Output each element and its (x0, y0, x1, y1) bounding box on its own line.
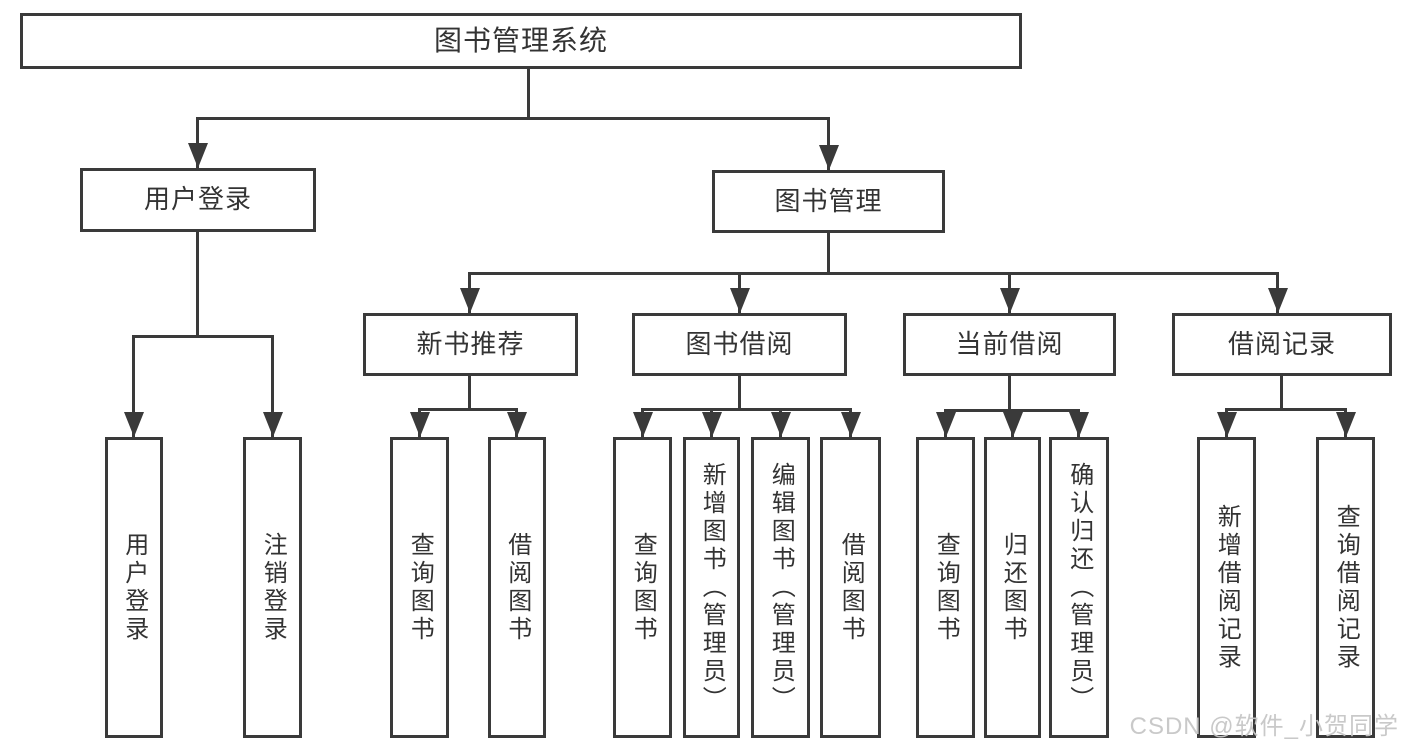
connector-arrow (1344, 408, 1347, 437)
connector-arrow (738, 272, 741, 313)
connector-line (196, 232, 199, 337)
csdn-watermark: CSDN @软件_小贺同学 (1129, 713, 1399, 740)
node-user-login: 用户登录 (80, 168, 316, 232)
leaf-user-login: 用户登录 (105, 437, 163, 738)
connector-line (468, 272, 1279, 275)
node-current-borrowing: 当前借阅 (903, 313, 1116, 376)
leaf-logout: 注销登录 (243, 437, 302, 738)
connector-arrow (132, 335, 135, 437)
connector-line (196, 117, 830, 120)
leaf-query-borrow-record: 查询借阅记录 (1316, 437, 1375, 738)
connector-arrow (418, 408, 421, 437)
connector-line (132, 335, 274, 338)
connector-arrow (710, 408, 713, 437)
connector-arrow (779, 408, 782, 437)
connector-line (738, 376, 741, 410)
connector-arrow (1077, 409, 1080, 437)
connector-arrow (827, 118, 830, 170)
connector-arrow (1225, 408, 1228, 437)
leaf-query-books-recommend: 查询图书 (390, 437, 449, 738)
leaf-borrow-books: 借阅图书 (820, 437, 881, 738)
leaf-borrow-books-recommend: 借阅图书 (488, 437, 546, 738)
leaf-confirm-return-admin: 确认归还（管理员） (1049, 437, 1109, 738)
leaf-query-books-current: 查询图书 (916, 437, 975, 738)
connector-arrow (515, 408, 518, 437)
node-book-management: 图书管理 (712, 170, 945, 233)
leaf-return-books: 归还图书 (984, 437, 1041, 738)
connector-line (1225, 408, 1347, 411)
connector-line (1280, 376, 1283, 410)
node-book-borrowing: 图书借阅 (632, 313, 847, 376)
connector-arrow (849, 408, 852, 437)
connector-arrow (468, 272, 471, 313)
connector-arrow (944, 409, 947, 437)
node-borrowing-records: 借阅记录 (1172, 313, 1392, 376)
connector-line (641, 408, 852, 411)
connector-arrow (1011, 409, 1014, 437)
connector-arrow (196, 118, 199, 168)
leaf-add-borrow-record: 新增借阅记录 (1197, 437, 1256, 738)
node-library-management-system: 图书管理系统 (20, 13, 1022, 69)
connector-arrow (1276, 272, 1279, 313)
connector-line (527, 69, 530, 120)
connector-line (827, 233, 830, 275)
connector-line (468, 376, 471, 410)
connector-arrow (641, 408, 644, 437)
connector-line (1008, 376, 1011, 411)
connector-line (418, 408, 518, 411)
leaf-query-books-borrow: 查询图书 (613, 437, 672, 738)
leaf-add-books-admin: 新增图书（管理员） (683, 437, 740, 738)
node-new-book-recommendation: 新书推荐 (363, 313, 578, 376)
connector-arrow (271, 335, 274, 437)
connector-arrow (1008, 272, 1011, 313)
leaf-edit-books-admin: 编辑图书（管理员） (751, 437, 810, 738)
